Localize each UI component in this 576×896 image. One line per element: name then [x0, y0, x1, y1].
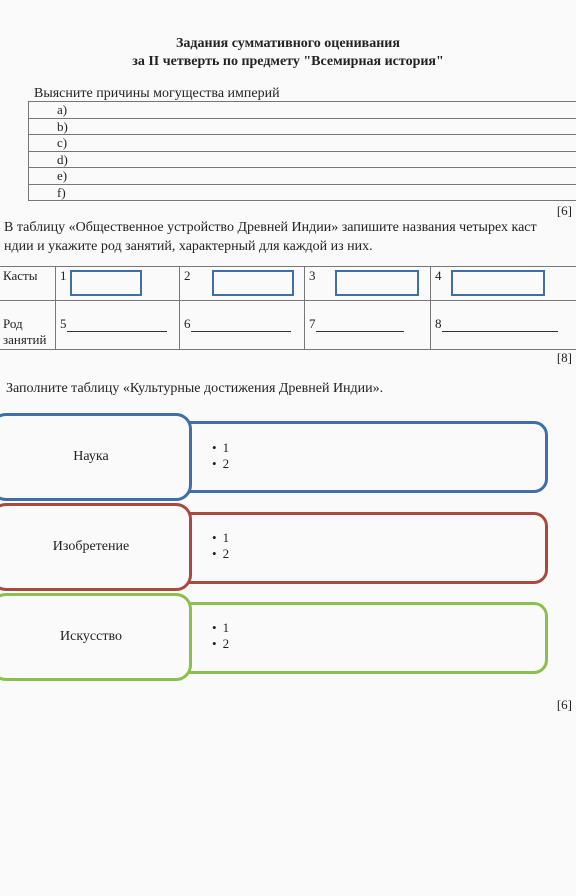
cell-number: 2 — [184, 268, 191, 283]
science-label-box: Наука — [0, 413, 192, 501]
task1-points: [6] — [556, 203, 572, 218]
bullet-item: 1 — [212, 620, 230, 636]
cell-number: 3 — [309, 268, 316, 283]
caste-input-box[interactable] — [334, 270, 419, 296]
cell-number: 8 — [435, 316, 442, 331]
task1-table: a) b) c) d) e) f) — [28, 101, 576, 201]
bullet-item: 1 — [212, 530, 230, 546]
task2-question: В таблицу «Общественное устройство Древн… — [4, 218, 576, 256]
occupation-blank[interactable] — [66, 317, 167, 332]
task1-option[interactable]: c) — [28, 134, 576, 152]
science-label: Наука — [73, 449, 109, 464]
art-answer-box[interactable] — [170, 602, 548, 674]
task1-option[interactable]: f) — [28, 183, 576, 201]
caste-input-box[interactable] — [450, 270, 545, 296]
bullet-item: 1 — [212, 440, 230, 456]
task2-question-line2: ндии и укажите род занятий, характерный … — [4, 239, 373, 254]
occupation-label-line2: занятий — [3, 332, 47, 347]
task2-points: [8] — [556, 350, 572, 365]
invention-label-box: Изобретение — [0, 503, 192, 591]
task3-points: [6] — [556, 697, 572, 712]
invention-bullets: 1 2 — [212, 530, 230, 562]
caste-input-box[interactable] — [211, 270, 294, 296]
cell-number: 1 — [60, 268, 67, 283]
art-bullets: 1 2 — [212, 620, 230, 652]
caste-input-box[interactable] — [69, 270, 142, 296]
task1-option[interactable]: e) — [28, 167, 576, 185]
occupation-label-line1: Род — [3, 316, 23, 331]
cell-number: 5 — [60, 316, 67, 331]
cell-number: 6 — [184, 316, 191, 331]
bullet-item: 2 — [212, 456, 230, 472]
task1-option[interactable]: b) — [28, 117, 576, 135]
cell-number: 4 — [435, 268, 442, 283]
art-label: Искусство — [60, 629, 122, 644]
task1-option[interactable]: d) — [28, 150, 576, 168]
occupation-blank[interactable] — [315, 317, 404, 332]
invention-answer-box[interactable] — [170, 512, 548, 584]
occupation-blank[interactable] — [441, 317, 558, 332]
science-bullets: 1 2 — [212, 440, 230, 472]
castes-label: Касты — [0, 266, 56, 301]
art-label-box: Искусство — [0, 593, 192, 681]
bullet-item: 2 — [212, 636, 230, 652]
doc-title-line1: Задания суммативного оценивания — [176, 36, 400, 51]
task1-option[interactable]: a) — [28, 101, 576, 119]
task1-question: Выясните причины могущества империй — [34, 86, 280, 101]
task3-question: Заполните таблицу «Культурные достижения… — [6, 381, 384, 396]
cell-number: 7 — [309, 316, 316, 331]
science-answer-box[interactable] — [170, 421, 548, 493]
invention-label: Изобретение — [52, 539, 130, 554]
occupation-blank[interactable] — [190, 317, 291, 332]
doc-title-line2: за II четверть по предмету "Всемирная ис… — [132, 54, 444, 69]
bullet-item: 2 — [212, 546, 230, 562]
task2-question-line1: В таблицу «Общественное устройство Древн… — [4, 220, 537, 235]
